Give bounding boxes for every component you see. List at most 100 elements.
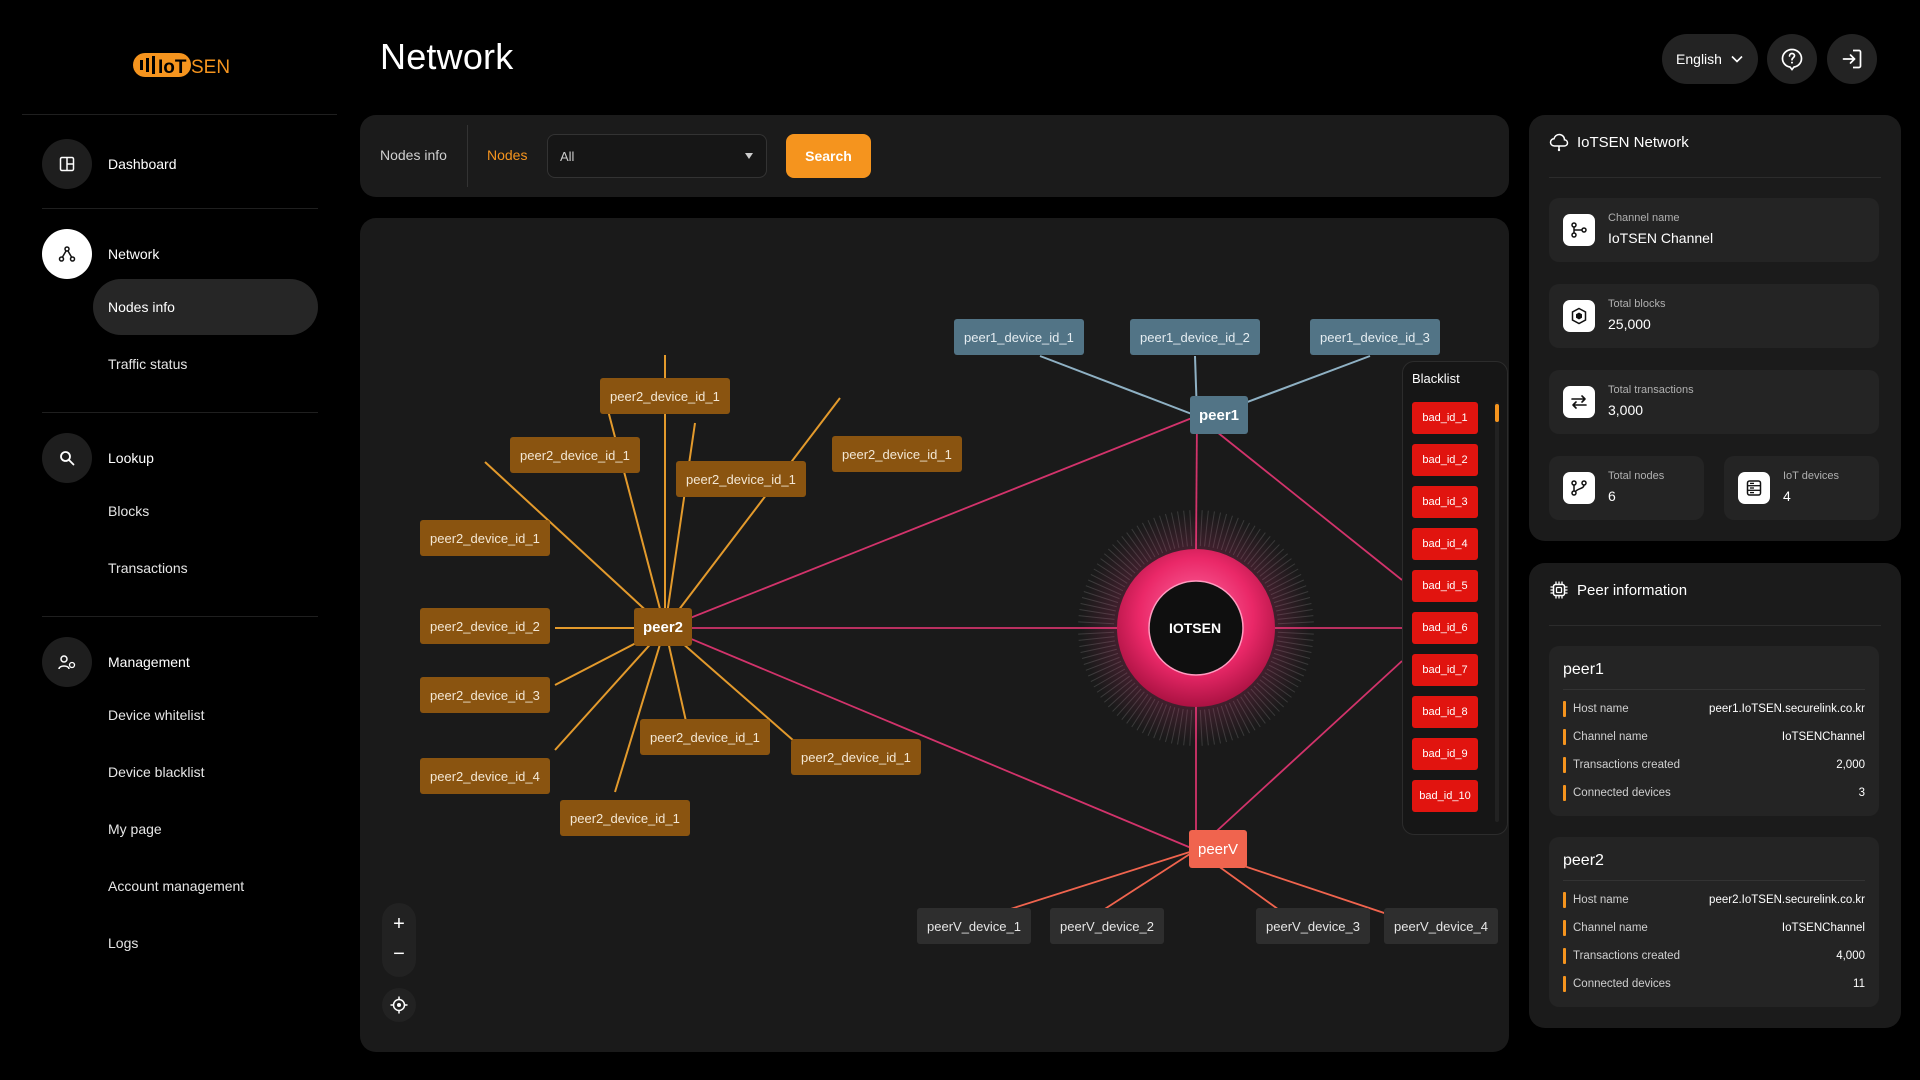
peer2-device-node[interactable]: peer2_device_id_1	[420, 520, 550, 556]
tab-nodes[interactable]: Nodes	[487, 147, 528, 163]
blacklist-item[interactable]: bad_id_6	[1412, 612, 1478, 644]
sidebar-item-nodes-info[interactable]: Nodes info	[93, 279, 318, 335]
peer-info-value: 2,000	[1836, 759, 1865, 771]
peer1-node[interactable]: peer1	[1190, 396, 1249, 434]
search-icon	[42, 433, 92, 483]
peer2-device-node[interactable]: peer2_device_id_1	[510, 437, 640, 473]
sidebar-item-device-whitelist[interactable]: Device whitelist	[108, 707, 205, 723]
blacklist-item[interactable]: bad_id_3	[1412, 486, 1478, 518]
peerv-node[interactable]: peerV	[1189, 830, 1248, 868]
peer1-device-node[interactable]: peer1_device_id_1	[954, 319, 1084, 355]
nav-dashboard[interactable]: Dashboard	[42, 139, 177, 189]
peer-info-value: IoTSENChannel	[1781, 922, 1865, 934]
blacklist-item[interactable]: bad_id_5	[1412, 570, 1478, 602]
app-logo[interactable]: IoT SEN	[131, 50, 233, 80]
network-summary-title: IoTSEN Network	[1549, 132, 1689, 152]
peer2-device-node[interactable]: peer2_device_id_1	[791, 739, 921, 775]
blacklist-item[interactable]: bad_id_2	[1412, 444, 1478, 476]
blacklist-item[interactable]: bad_id_8	[1412, 696, 1478, 728]
nav-network-label: Network	[108, 246, 160, 262]
peer2-device-node[interactable]: peer2_device_id_2	[420, 608, 550, 644]
sidebar-item-device-blacklist[interactable]: Device blacklist	[108, 764, 205, 780]
peer2-device-node[interactable]: peer2_device_id_1	[640, 719, 770, 755]
node-filter-select[interactable]: All	[547, 134, 767, 178]
peer-info-row: Channel name IoTSENChannel	[1563, 920, 1865, 936]
peer-card-name: peer1	[1563, 661, 1604, 678]
sidebar-item-traffic-status[interactable]: Traffic status	[108, 356, 188, 372]
management-icon	[42, 637, 92, 687]
peerv-device-node[interactable]: peerV_device_3	[1256, 908, 1370, 944]
channel-name-card: Channel name IoTSEN Channel	[1549, 198, 1879, 262]
blacklist-panel: Blacklist bad_id_1 bad_id_2 bad_id_3 bad…	[1402, 361, 1508, 835]
blacklist-item[interactable]: bad_id_4	[1412, 528, 1478, 560]
peer2-device-node[interactable]: peer2_device_id_3	[420, 677, 550, 713]
nav-management-label: Management	[108, 654, 190, 670]
server-icon	[1738, 472, 1770, 504]
peer-info-value: peer2.IoTSEN.securelink.co.kr	[1709, 894, 1865, 906]
filter-bar: Nodes info Nodes All Search	[360, 115, 1509, 197]
peerv-device-node[interactable]: peerV_device_1	[917, 908, 1031, 944]
panel-divider	[1549, 625, 1881, 626]
peer-info-key: Channel name	[1563, 920, 1648, 936]
sidebar-item-account-management[interactable]: Account management	[108, 878, 245, 894]
iot-devices-value: 4	[1783, 488, 1791, 504]
logout-button[interactable]	[1827, 34, 1877, 84]
blacklist-item[interactable]: bad_id_7	[1412, 654, 1478, 686]
peer1-device-node[interactable]: peer1_device_id_3	[1310, 319, 1440, 355]
network-summary-title-text: IoTSEN Network	[1577, 133, 1689, 151]
sidebar-item-logs[interactable]: Logs	[108, 935, 139, 951]
peer-info-key: Connected devices	[1563, 976, 1671, 992]
language-selector[interactable]: English	[1662, 34, 1758, 84]
peer-info-title-text: Peer information	[1577, 581, 1688, 599]
language-label: English	[1676, 51, 1722, 67]
blacklist-item[interactable]: bad_id_10	[1412, 780, 1478, 812]
branch-icon	[1563, 214, 1595, 246]
nav-management[interactable]: Management	[42, 637, 190, 687]
caret-down-icon	[745, 153, 753, 159]
peer2-node[interactable]: peer2	[634, 608, 693, 646]
peer2-device-node[interactable]: peer2_device_id_1	[600, 378, 730, 414]
nav-network[interactable]: Network	[42, 229, 159, 279]
peer2-device-node[interactable]: peer2_device_id_1	[676, 461, 806, 497]
network-summary-panel: IoTSEN Network Channel name IoTSEN Chann…	[1529, 115, 1901, 541]
blacklist-scroll-thumb[interactable]	[1495, 404, 1499, 422]
peer-info-value: peer1.IoTSEN.securelink.co.kr	[1709, 703, 1865, 715]
peer-card-divider	[1563, 880, 1865, 881]
sidebar-item-my-page[interactable]: My page	[108, 821, 162, 837]
sidebar-item-transactions[interactable]: Transactions	[108, 560, 188, 576]
blacklist-scrollbar[interactable]	[1495, 402, 1499, 822]
sidebar-item-blocks[interactable]: Blocks	[108, 503, 150, 519]
iot-devices-card: IoT devices 4	[1724, 456, 1879, 520]
total-blocks-card: Total blocks 25,000	[1549, 284, 1879, 348]
peerv-device-node[interactable]: peerV_device_2	[1050, 908, 1164, 944]
zoom-out-button[interactable]: −	[393, 942, 405, 965]
peerv-device-node[interactable]: peerV_device_4	[1384, 908, 1498, 944]
recenter-button[interactable]	[382, 988, 416, 1022]
network-graph[interactable]: IOTSEN peer1 peer2 peerV peer1_device_id…	[360, 218, 1509, 1052]
peer-info-value: 3	[1858, 787, 1865, 799]
peer2-device-node[interactable]: peer2_device_id_1	[560, 800, 690, 836]
peer2-device-node[interactable]: peer2_device_id_4	[420, 758, 550, 794]
channel-name-label: Channel name	[1608, 212, 1680, 224]
blacklist-item[interactable]: bad_id_1	[1412, 402, 1478, 434]
peer1-device-node[interactable]: peer1_device_id_2	[1130, 319, 1260, 355]
peer2-device-node[interactable]: peer2_device_id_1	[832, 436, 962, 472]
graph-edges	[484, 355, 1421, 926]
zoom-in-button[interactable]: +	[393, 912, 405, 935]
core-node[interactable]	[1148, 580, 1244, 676]
search-button[interactable]: Search	[786, 134, 871, 178]
nav-lookup[interactable]: Lookup	[42, 433, 154, 483]
peer-info-title: Peer information	[1549, 580, 1687, 600]
peer-info-key: Connected devices	[1563, 785, 1671, 801]
nav-dashboard-label: Dashboard	[108, 156, 177, 172]
crosshair-icon	[390, 996, 408, 1014]
blacklist-item[interactable]: bad_id_9	[1412, 738, 1478, 770]
tab-nodes-info[interactable]: Nodes info	[380, 147, 447, 163]
total-transactions-label: Total transactions	[1608, 384, 1694, 396]
help-button[interactable]	[1767, 34, 1817, 84]
peer-card-name: peer2	[1563, 852, 1604, 869]
